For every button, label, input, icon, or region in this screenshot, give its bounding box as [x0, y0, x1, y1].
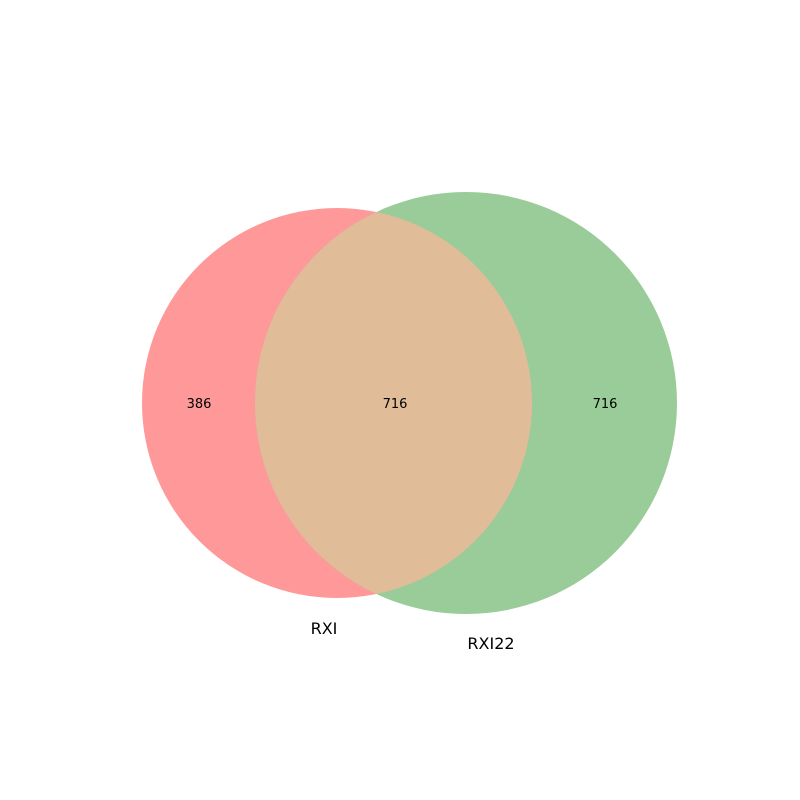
set-label-rxi: RXI: [311, 619, 338, 638]
overlap-region: [255, 208, 532, 598]
count-only-rxi22: 716: [593, 397, 618, 412]
count-intersection: 716: [383, 397, 408, 412]
set-label-rxi22: RXI22: [467, 634, 514, 653]
count-only-rxi: 386: [187, 397, 212, 412]
